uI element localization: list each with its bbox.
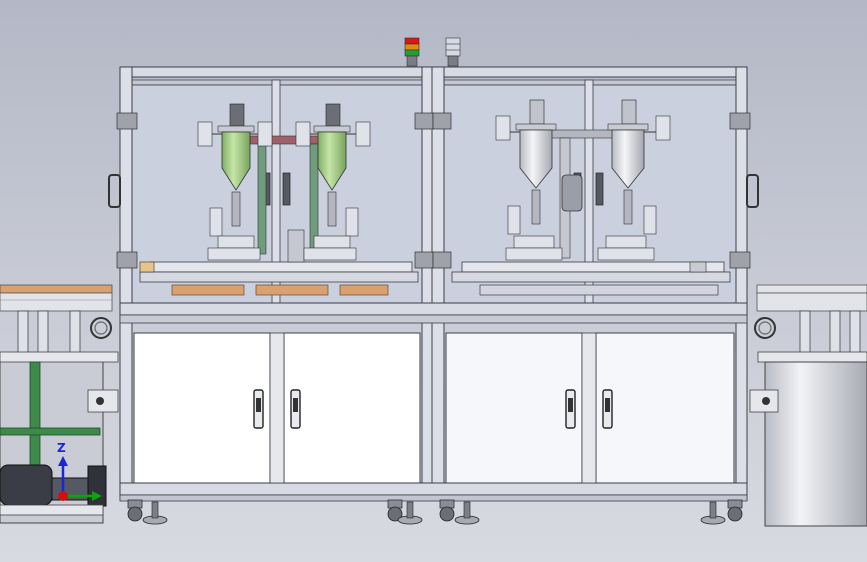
axis-z-label: Z: [57, 441, 66, 455]
casters: [127, 499, 743, 525]
left-conveyor: [0, 284, 113, 360]
stack-light-icon-2: [445, 37, 461, 67]
right-station: [451, 99, 731, 296]
cabinet-doors[interactable]: [133, 332, 735, 484]
right-tank: [749, 351, 867, 527]
right-conveyor: [754, 284, 867, 357]
left-station: [139, 103, 419, 296]
stack-light-icon: [404, 37, 420, 67]
axis-triad-icon: [58, 456, 102, 501]
